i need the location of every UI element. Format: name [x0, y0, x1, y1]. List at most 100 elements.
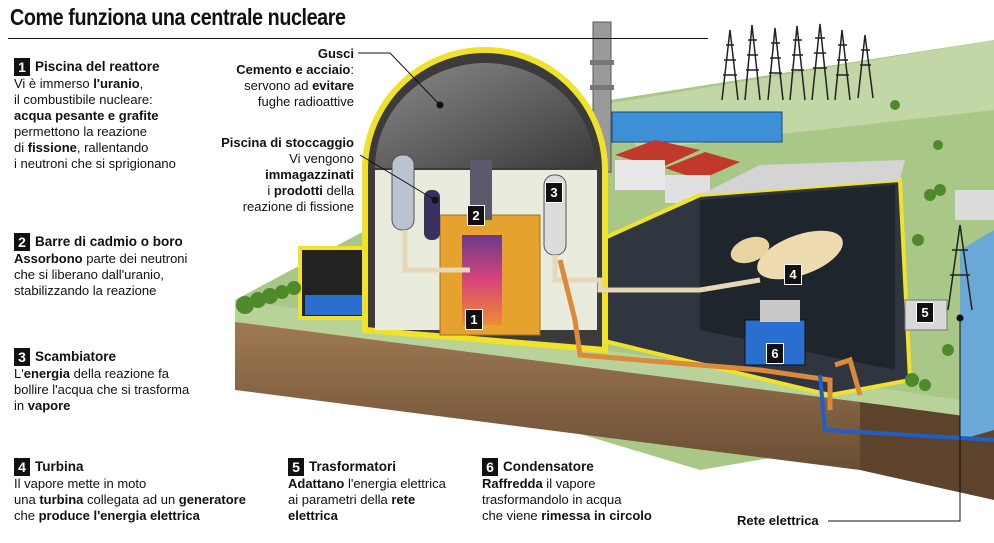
turbine-roof [700, 160, 905, 195]
text-segment: turbina [39, 492, 84, 507]
info-block-heading: 5 Trasformatori [288, 458, 446, 476]
text-segment: i [267, 183, 274, 198]
storage-pool [305, 295, 365, 315]
marker-3: 3 [545, 182, 563, 203]
number-badge: 4 [14, 458, 30, 476]
heading-text: Scambiatore [35, 349, 117, 364]
pylons-cluster [721, 23, 973, 311]
text-segment: energia [23, 366, 70, 381]
text-segment: fughe radioattive [257, 94, 354, 109]
text-segment: evitare [312, 78, 354, 93]
text-segment: bollire l'acqua che si trasforma [14, 382, 190, 397]
text-segment: generatore [178, 492, 246, 507]
text-segment: stabilizzando la reazione [14, 283, 157, 298]
marker-2: 2 [467, 205, 485, 226]
text-segment: Il vapore mette in moto [14, 476, 147, 491]
title-rule [8, 38, 708, 39]
text-segment: rimessa in circolo [541, 508, 652, 523]
text-segment: Gusci [317, 46, 354, 61]
text-line: trasformandolo in acqua [482, 492, 652, 508]
dome [375, 63, 595, 169]
text-segment: immagazzinati [265, 167, 354, 182]
text-segment: rete [391, 492, 416, 507]
marker-1: 1 [465, 309, 483, 330]
text-segment: Piscina di stoccaggio [221, 135, 354, 150]
heading-text: Barre di cadmio o boro [35, 234, 183, 249]
text-line: Piscina di stoccaggio [221, 135, 354, 151]
text-line: una turbina collegata ad un generatore [14, 492, 246, 508]
number-badge: 5 [288, 458, 304, 476]
page-title: Come funziona una centrale nucleare [10, 4, 346, 30]
text-segment: , rallentando [76, 140, 149, 155]
text-segment: il vapore [542, 476, 596, 491]
number-badge: 3 [14, 348, 30, 366]
pool-far [611, 111, 783, 143]
info-block-1: 1 Piscina del reattore Vi è immerso l'ura… [14, 58, 176, 172]
info-block-heading: 6 Condensatore [482, 458, 652, 476]
text-line: Raffredda il vapore [482, 476, 652, 492]
info-block-body: Vi è immerso l'uranio,il combustibile nu… [14, 76, 176, 172]
text-line: che viene rimessa in circolo [482, 508, 652, 524]
text-line: Gusci [236, 46, 354, 62]
text-segment: parte dei neutroni [82, 251, 188, 266]
text-line: Assorbono parte dei neutroni [14, 251, 187, 267]
text-line: Vi è immerso l'uranio, [14, 76, 176, 92]
marker-6: 6 [766, 343, 784, 364]
text-line: Il vapore mette in moto [14, 476, 246, 492]
heading-text: Trasformatori [309, 459, 397, 474]
text-line: Vi vengono [221, 151, 354, 167]
info-block-heading: 1 Piscina del reattore [14, 58, 176, 76]
text-segment: Vi vengono [289, 151, 354, 166]
info-block-heading: 3 Scambiatore [14, 348, 189, 366]
text-line: ai parametri della rete [288, 492, 446, 508]
number-badge: 6 [482, 458, 498, 476]
text-segment: di [14, 140, 28, 155]
pipes [402, 230, 994, 442]
text-line: che produce l'energia elettrica [14, 508, 246, 524]
text-segment: Vi è immerso [14, 76, 94, 91]
text-segment: permettono la reazione [14, 124, 147, 139]
turbine-body [757, 230, 843, 280]
text-segment: prodotti [273, 183, 323, 198]
text-segment: i neutroni che si sprigionano [14, 156, 176, 171]
text-segment: in [14, 398, 28, 413]
text-line: che si liberano dall'uranio, [14, 267, 187, 283]
text-segment: che si liberano dall'uranio, [14, 267, 164, 282]
text-segment: Raffredda [482, 476, 543, 491]
text-segment: l'energia elettrica [344, 476, 446, 491]
text-segment: collegata ad un [83, 492, 179, 507]
marker-4: 4 [784, 264, 802, 285]
text-line: bollire l'acqua che si trasforma [14, 382, 189, 398]
rete-elettrica-label: Rete elettrica [737, 513, 819, 528]
text-line: Adattano l'energia elettrica [288, 476, 446, 492]
text-line: immagazzinati [221, 167, 354, 183]
text-line: il combustibile nucleare: [14, 92, 176, 108]
leader-lines [358, 52, 964, 522]
text-line: in vapore [14, 398, 189, 414]
text-line: L'energia della reazione fa [14, 366, 189, 382]
text-segment: della [322, 183, 354, 198]
text-line: servono ad evitare [236, 78, 354, 94]
text-line: Cemento e acciaio: [236, 62, 354, 78]
heading-text: Condensatore [503, 459, 594, 474]
text-segment: servono ad [244, 78, 313, 93]
number-badge: 1 [14, 58, 30, 76]
trees [236, 100, 954, 391]
text-segment: l'uranio [93, 76, 140, 91]
text-segment: produce l'energia elettrica [38, 508, 200, 523]
text-line: i neutroni che si sprigionano [14, 156, 176, 172]
text-segment: , [139, 76, 144, 91]
text-segment: della reazione fa [69, 366, 169, 381]
text-line: stabilizzando la reazione [14, 283, 187, 299]
heading-text: Piscina del reattore [35, 59, 160, 74]
